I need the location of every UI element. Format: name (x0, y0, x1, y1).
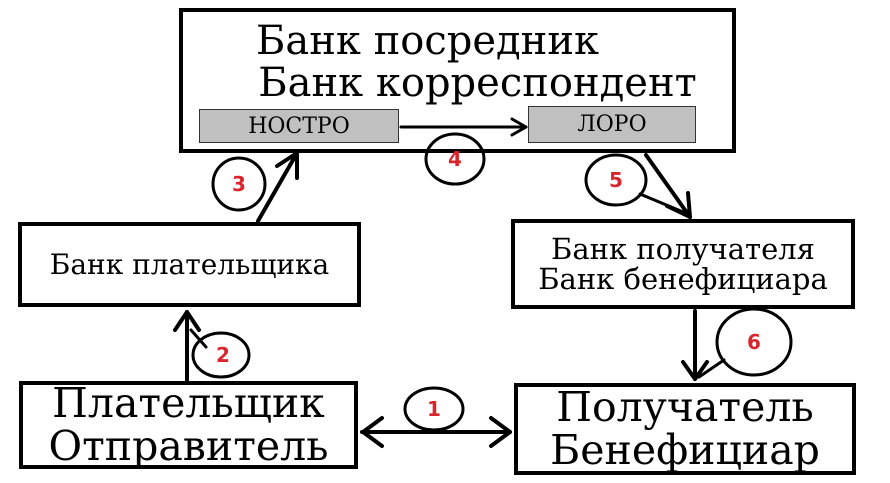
loro-account: ЛОРО (528, 106, 696, 143)
step-5-number: 5 (609, 168, 623, 192)
recipient-line2: Бенефициар (550, 426, 820, 474)
step-4-circle (424, 132, 486, 186)
recipient-box: Получатель Бенефициар (514, 383, 856, 475)
step-2-number: 2 (216, 343, 230, 367)
intermediary-bank-line1: Банк посредник (256, 18, 599, 64)
payer-bank-box: Банк плательщика (18, 222, 361, 307)
recipient-bank-box: Банк получателя Банк бенефициара (511, 219, 855, 309)
arrow-5-line (644, 153, 692, 219)
step-6-connector (697, 358, 726, 379)
payer-bank-label: Банк плательщика (49, 247, 330, 281)
arrow-4-head (510, 117, 528, 137)
arrow-1-head-right (489, 416, 512, 448)
arrow-3-head (275, 151, 299, 180)
loro-label: ЛОРО (577, 112, 647, 137)
step-1-number: 1 (427, 397, 441, 421)
step-2-connector (189, 328, 208, 349)
step-5-circle (584, 153, 648, 207)
recipient-line1: Получатель (556, 382, 814, 431)
step-6-circle (715, 307, 793, 377)
arrow-2-head (173, 310, 201, 332)
step-6-number: 6 (747, 330, 761, 354)
nostro-account: НОСТРО (199, 109, 399, 143)
payer-box: Плательщик Отправитель (19, 381, 358, 469)
step-1-circle (403, 386, 465, 432)
step-3-circle (211, 156, 267, 212)
arrow-1-head-left (361, 416, 384, 448)
intermediary-bank-line2: Банк корреспондент (258, 60, 697, 106)
recipient-bank-line1: Банк получателя (551, 231, 815, 266)
step-5-connector (638, 192, 690, 216)
payer-line1: Плательщик (52, 378, 325, 427)
step-2-circle (191, 331, 251, 379)
arrow-3-line (256, 151, 299, 223)
recipient-bank-line2: Банк бенефициара (538, 262, 828, 296)
payer-line2: Отправитель (48, 422, 329, 470)
arrow-6-head (681, 360, 709, 381)
nostro-label: НОСТРО (248, 113, 350, 139)
step-3-number: 3 (232, 172, 246, 196)
step-4-number: 4 (448, 147, 462, 171)
